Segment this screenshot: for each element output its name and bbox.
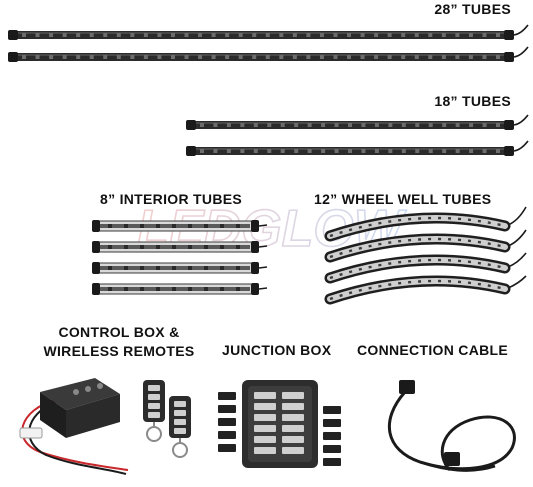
interior-tube (92, 283, 268, 295)
tube-18 (186, 140, 529, 156)
label-28-tubes: 28” TUBES (434, 1, 511, 17)
tubes-18-group (186, 114, 529, 156)
interior-tubes-group (92, 220, 268, 295)
tube-28 (8, 24, 529, 40)
interior-tube (92, 262, 268, 274)
tube-18 (186, 114, 529, 130)
junction-box-group (218, 380, 341, 468)
label-connection-cable: CONNECTION CABLE (357, 342, 509, 358)
control-box-group (19, 378, 191, 475)
interior-tube (92, 220, 268, 232)
tube-28 (8, 46, 529, 62)
tubes-28-group (8, 24, 529, 62)
label-control-box-line2: WIRELESS REMOTES (43, 343, 195, 359)
wheel-well-tube (324, 275, 527, 305)
wheel-well-tubes-group (324, 206, 527, 305)
label-18-tubes: 18” TUBES (434, 93, 511, 109)
label-junction-box: JUNCTION BOX (222, 342, 332, 358)
label-control-box-line1: CONTROL BOX & (58, 324, 180, 340)
wireless-remote (169, 396, 191, 458)
label-control-box: CONTROL BOX & WIRELESS REMOTES (24, 323, 214, 361)
wireless-remote (143, 380, 165, 442)
interior-tube (92, 241, 268, 253)
wheel-well-tube (324, 252, 527, 284)
wheel-well-tube (324, 206, 527, 242)
wheel-well-tube (324, 229, 527, 263)
label-12-wheel-well-tubes: 12” WHEEL WELL TUBES (314, 191, 492, 207)
label-8-interior-tubes: 8” INTERIOR TUBES (100, 191, 243, 207)
connection-cable-group (388, 380, 516, 472)
